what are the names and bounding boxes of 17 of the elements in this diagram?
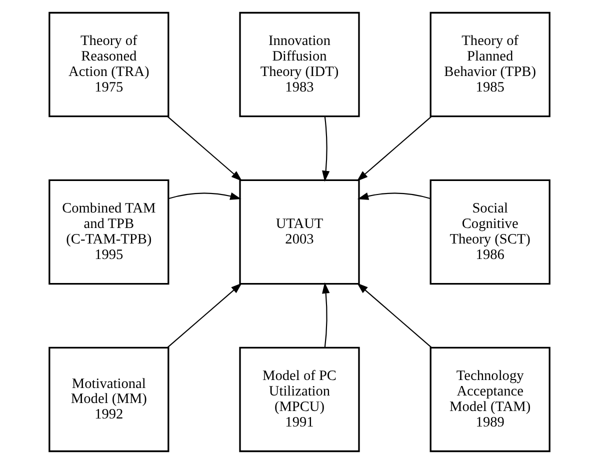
node-box: Theory of Reasoned Action (TRA) 1975 [48,12,169,118]
arrow [166,116,242,182]
node-box: Technology Acceptance Model (TAM) 1989 [429,346,550,452]
node-box: Model of PC Utilization (MPCU) 1991 [238,346,360,452]
arrow [322,116,330,182]
arrow [356,282,432,348]
arrow [356,192,430,200]
arrow [322,282,330,348]
node-box: Social Cognitive Theory (SCT) 1986 [429,179,550,285]
node-box: Combined TAM and TPB (C-TAM-TPB) 1995 [48,179,169,285]
arrow [166,282,242,348]
node-box: Innovation Diffusion Theory (IDT) 1983 [238,12,360,118]
arrow [356,116,432,182]
arrow [168,192,241,200]
node-box: UTAUT 2003 [238,179,360,285]
node-box: Theory of Planned Behavior (TPB) 1985 [429,12,550,118]
node-box: Motivational Model (MM) 1992 [48,346,169,452]
